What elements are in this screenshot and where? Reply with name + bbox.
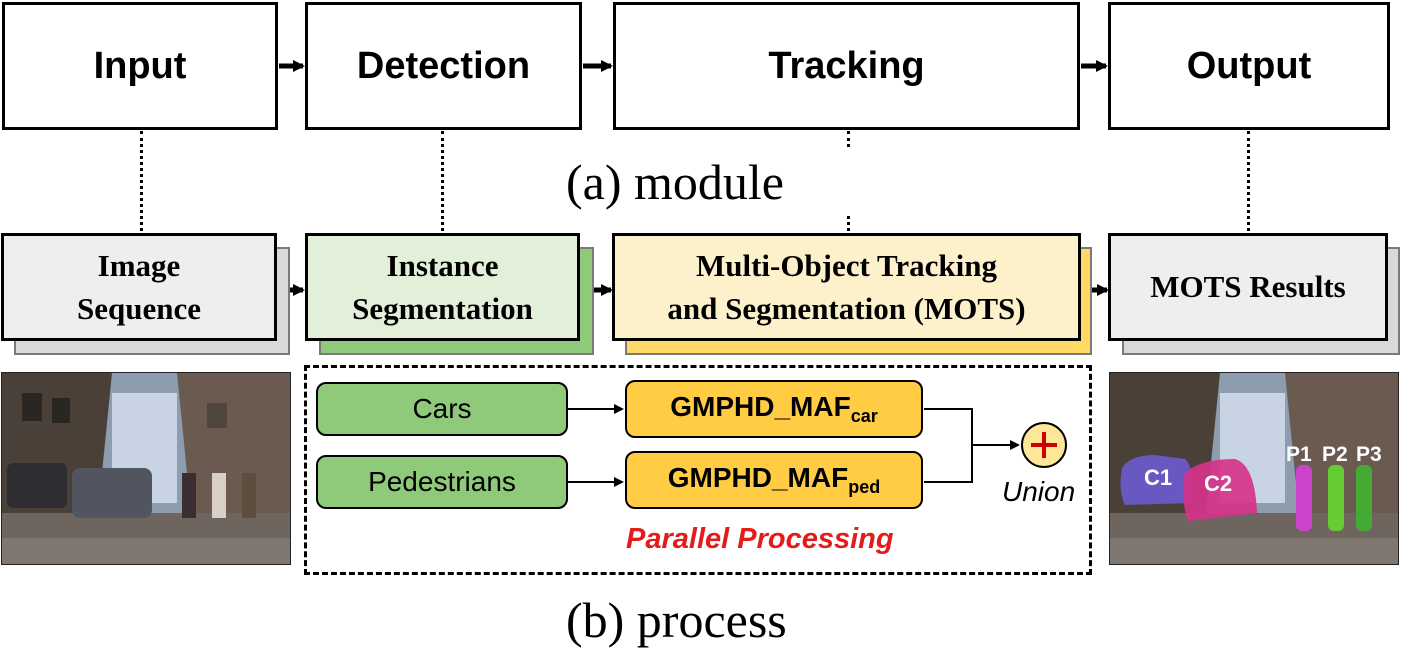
union-connector-bottom bbox=[924, 445, 973, 483]
module-output-box: Output bbox=[1108, 2, 1390, 130]
union-connector-top bbox=[924, 408, 973, 445]
parallel-processing-label: Parallel Processing bbox=[626, 523, 894, 555]
instance-segmentation-box: Instance Segmentation bbox=[305, 233, 580, 341]
cars-class-box: Cars bbox=[316, 382, 568, 436]
module-output-label: Output bbox=[1186, 44, 1312, 87]
result-label-p2: P2 bbox=[1322, 443, 1348, 466]
result-label-p3: P3 bbox=[1356, 443, 1382, 466]
tracker-ped-box: GMPHD_MAFped bbox=[625, 451, 923, 509]
module-caption: (a) module bbox=[566, 150, 856, 214]
instance-seg-line2: Segmentation bbox=[352, 291, 533, 326]
mots-line2: and Segmentation (MOTS) bbox=[667, 291, 1026, 326]
dotted-connector-input bbox=[140, 131, 143, 231]
result-label-c2: C2 bbox=[1204, 471, 1232, 496]
parallel-processing-region bbox=[304, 365, 1092, 575]
image-sequence-line2: Sequence bbox=[77, 291, 201, 326]
mots-results-box: MOTS Results bbox=[1108, 233, 1388, 341]
mots-line1: Multi-Object Tracking bbox=[695, 247, 998, 283]
segment-p2 bbox=[1328, 465, 1344, 531]
tracker-ped-label: GMPHD_MAFped bbox=[667, 462, 881, 497]
pedestrians-class-label: Pedestrians bbox=[368, 466, 516, 497]
module-tracking-label: Tracking bbox=[768, 44, 925, 87]
segment-p1 bbox=[1296, 465, 1312, 531]
dotted-connector-detection bbox=[441, 131, 444, 231]
dotted-connector-output bbox=[1247, 131, 1250, 231]
segment-c2 bbox=[1183, 459, 1257, 521]
tracker-car-label: GMPHD_MAFcar bbox=[670, 391, 878, 426]
cars-class-label: Cars bbox=[412, 393, 472, 424]
image-sequence-line1: Image bbox=[97, 247, 181, 283]
module-tracking-box: Tracking bbox=[613, 2, 1080, 130]
segment-p3 bbox=[1356, 465, 1372, 531]
instance-seg-line1: Instance bbox=[386, 247, 499, 283]
tracker-car-box: GMPHD_MAFcar bbox=[625, 380, 923, 438]
input-street-image bbox=[1, 372, 291, 565]
image-sequence-box: Image Sequence bbox=[1, 233, 277, 341]
module-input-box: Input bbox=[2, 2, 278, 130]
output-mots-image: C1 C2 P1 P2 P3 bbox=[1109, 372, 1399, 565]
segment-c1 bbox=[1120, 455, 1193, 505]
module-input-label: Input bbox=[93, 44, 187, 87]
module-detection-box: Detection bbox=[305, 2, 582, 130]
mots-box: Multi-Object Tracking and Segmentation (… bbox=[612, 233, 1081, 341]
result-label-p1: P1 bbox=[1286, 443, 1312, 466]
union-label: Union bbox=[1002, 476, 1076, 507]
mots-results-label: MOTS Results bbox=[1150, 269, 1346, 305]
process-caption: (b) process bbox=[566, 592, 787, 648]
module-detection-label: Detection bbox=[356, 44, 531, 87]
result-label-c1: C1 bbox=[1144, 465, 1172, 490]
pedestrians-class-box: Pedestrians bbox=[316, 455, 568, 509]
